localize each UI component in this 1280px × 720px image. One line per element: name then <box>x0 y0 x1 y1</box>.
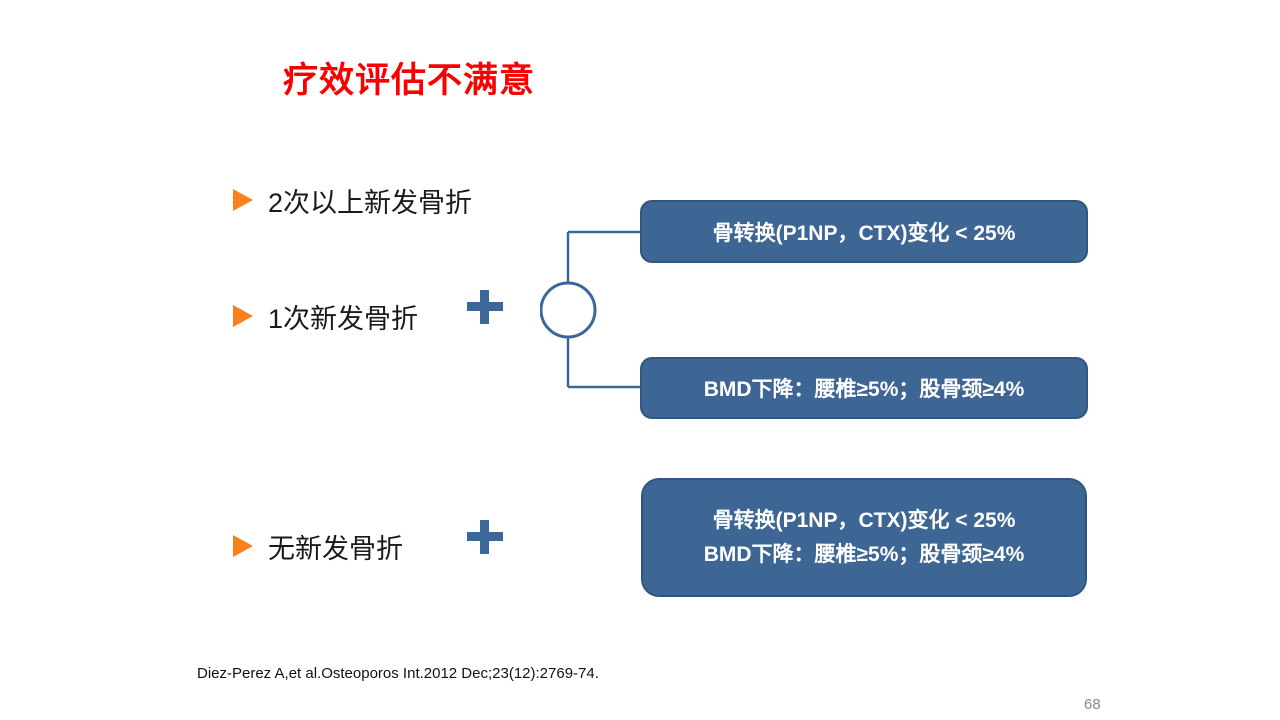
criteria-box-text: 骨转换(P1NP，CTX)变化 < 25% <box>712 221 1016 245</box>
plus-icon <box>467 290 503 324</box>
slide-title: 疗效评估不满意 <box>283 61 536 100</box>
bullet-label: 2次以上新发骨折 <box>268 187 473 218</box>
page-number: 68 <box>1084 696 1101 713</box>
triangle-right-icon <box>233 535 253 557</box>
bullet-item-no-fracture: 无新发骨折 <box>233 528 403 564</box>
bullet-label: 1次新发骨折 <box>268 303 419 334</box>
triangle-right-icon <box>233 189 253 211</box>
triangle-right-icon <box>233 305 253 327</box>
bullet-item-one-fracture: 1次新发骨折 <box>233 298 418 334</box>
criteria-box-text-line1: 骨转换(P1NP，CTX)变化 < 25% <box>712 508 1016 532</box>
bullet-label: 无新发骨折 <box>268 533 403 564</box>
criteria-box-text-line2: BMD下降：腰椎≥5%；股骨颈≥4% <box>703 542 1025 566</box>
criteria-box-text: BMD下降：腰椎≥5%；股骨颈≥4% <box>703 378 1025 401</box>
criteria-box-bmd-decline: BMD下降：腰椎≥5%；股骨颈≥4% <box>640 357 1088 419</box>
plus-icon <box>467 520 503 554</box>
circle-branch-connector <box>540 230 640 389</box>
citation-reference: Diez-Perez A,et al.Osteoporos Int.2012 D… <box>197 665 599 682</box>
circle-icon <box>540 281 597 339</box>
criteria-box-bone-turnover: 骨转换(P1NP，CTX)变化 < 25% <box>640 200 1088 263</box>
bullet-item-two-or-more-fractures: 2次以上新发骨折 <box>233 182 472 218</box>
criteria-box-combined: 骨转换(P1NP，CTX)变化 < 25% BMD下降：腰椎≥5%；股骨颈≥4% <box>641 478 1087 597</box>
